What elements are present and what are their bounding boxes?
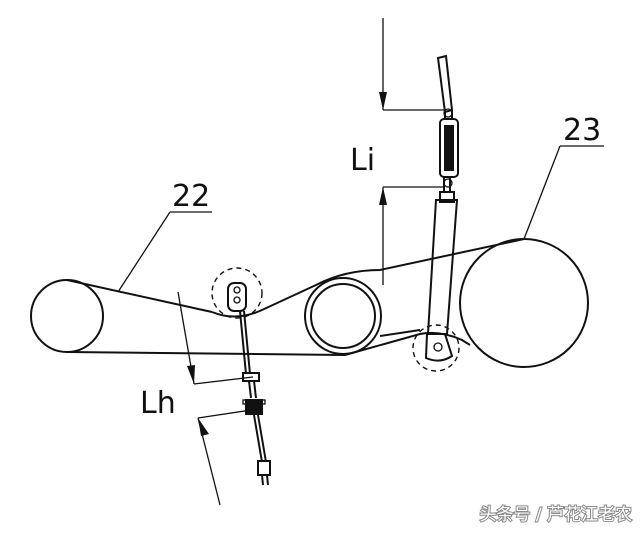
left-pulley	[30, 279, 104, 353]
right-pulley	[459, 238, 589, 368]
middle-pulley	[304, 277, 382, 355]
watermark-text: 头条号 / 芦花江老农	[479, 505, 632, 525]
leader-22: 22	[117, 179, 212, 293]
label-lh: Lh	[140, 386, 176, 421]
leader-23: 23	[523, 113, 604, 240]
tensioner-left	[211, 267, 271, 486]
label-li: Li	[350, 143, 375, 178]
label-22: 22	[172, 179, 210, 214]
belt	[66, 238, 525, 356]
dimension-li: Li	[350, 18, 444, 285]
tensioner-right	[412, 54, 460, 372]
dimension-lh: Lh	[140, 291, 259, 506]
watermark: 头条号 / 芦花江老农	[478, 504, 633, 526]
label-23: 23	[563, 113, 601, 148]
